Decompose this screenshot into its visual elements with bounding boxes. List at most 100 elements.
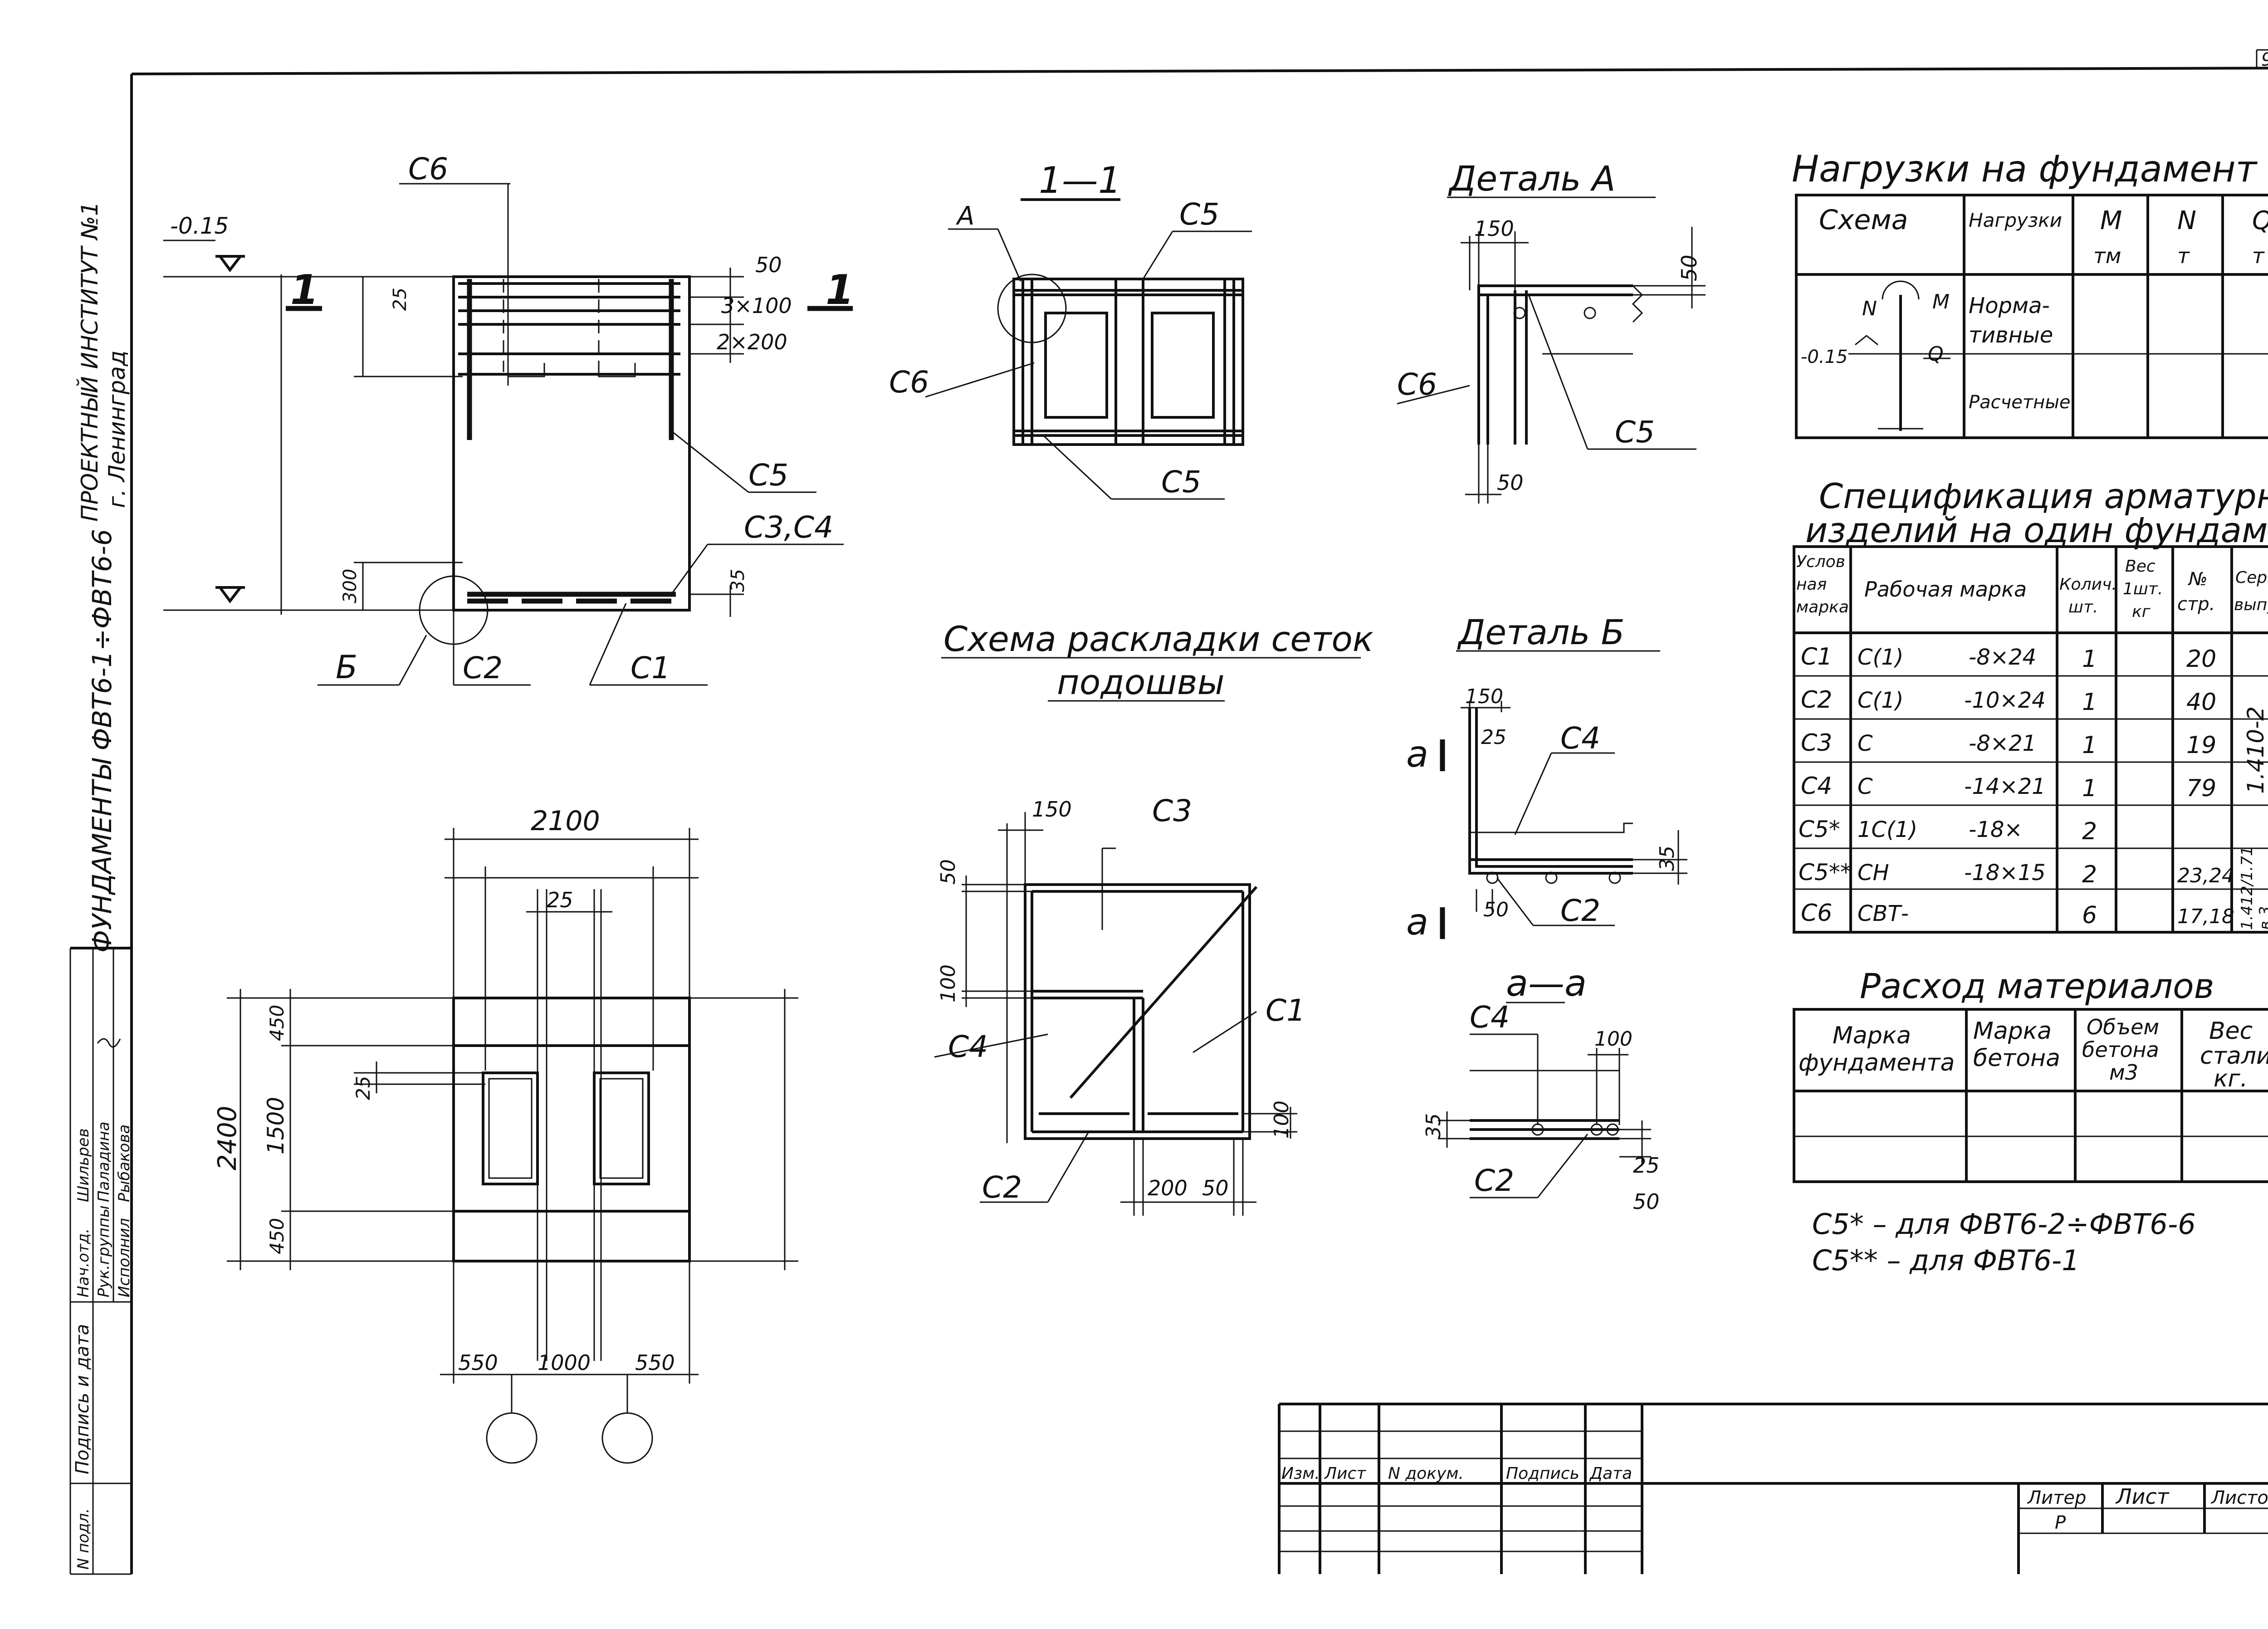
scheme-m: M <box>1932 290 1950 313</box>
plan-dim-25b: 25 <box>352 1076 374 1100</box>
tb-sheets: Листов <box>2210 1487 2268 1508</box>
materials-table <box>1793 1008 2268 1183</box>
institute-line1: ПРОЕКТНЫЙ ИНСТИТУТ №1 <box>76 201 103 522</box>
tb-sheet: Лист <box>2115 1484 2170 1509</box>
label-c2: С2 <box>463 651 503 685</box>
dim-300: 300 <box>340 569 361 603</box>
spec-row-size: -14×21 <box>1964 774 2046 799</box>
spec-row-page: 79 <box>2186 775 2216 802</box>
plan-dim-450a: 450 <box>266 1005 288 1041</box>
mesh-label-c2: С2 <box>982 1170 1022 1205</box>
spec-title-line2: изделий на один фундамент <box>1805 510 2268 550</box>
spec-row-qty: 1 <box>2082 775 2097 802</box>
page-number: 93 <box>2261 49 2268 70</box>
spec-row-qty: 1 <box>2082 732 2097 759</box>
section-1-1 <box>925 198 1252 500</box>
plan-dim-1500: 1500 <box>263 1097 289 1154</box>
spec-row-size: -10×24 <box>1964 688 2046 713</box>
spec-row-mark: С1 <box>1801 643 1832 670</box>
spec-row-work: С(1) <box>1857 645 1904 670</box>
tb-liter-value: Р <box>2055 1512 2066 1533</box>
spec-row-work: СВТ- <box>1857 901 1909 926</box>
note-c5-single: С5* – для ФВТ6-2÷ФВТ6-6 <box>1812 1208 2196 1241</box>
document-title: ФУНДАМЕНТЫ ФВТ6-1÷ФВТ6-6 <box>87 529 117 953</box>
dim-3x100: 3×100 <box>721 294 792 318</box>
spec-row-size: -18× <box>1969 817 2023 842</box>
plan-dim-2400: 2400 <box>213 1106 242 1170</box>
plan-dim-1000: 1000 <box>538 1350 591 1375</box>
detail-b-label-c4: С4 <box>1560 721 1600 756</box>
spec-row-size: -8×21 <box>1969 731 2036 756</box>
materials-title: Расход материалов <box>1860 966 2214 1006</box>
spec-header-qty: Колич.шт. <box>2059 575 2117 616</box>
detail-a-label-c6: С6 <box>1397 367 1437 402</box>
mesh-label-c3: С3 <box>1152 793 1192 828</box>
tb-col-ndoc: N докум. <box>1388 1464 1464 1483</box>
spec-row-qty: 6 <box>2082 902 2097 929</box>
name-head: Шильрев <box>74 1128 93 1202</box>
side-stamp <box>69 947 132 1575</box>
dim-50: 50 <box>755 253 782 277</box>
section-a-a-dim-25: 25 <box>1633 1153 1660 1178</box>
spec-rows: С1 С(1) -8×24 1 20 С2 С(1) -10×24 1 40 С… <box>1799 643 2234 929</box>
label-c3c4: С3,С4 <box>744 510 833 545</box>
plan-dim-550a: 550 <box>458 1350 498 1375</box>
loads-header-m: M <box>2100 206 2122 235</box>
detail-b-cut-a-bottom: а <box>1406 901 1428 943</box>
name-executor: Рыбакова <box>115 1125 133 1202</box>
elev-marker-bottom <box>215 586 245 604</box>
mesh-scheme <box>934 657 1361 1216</box>
plan-dim-450b: 450 <box>266 1218 288 1254</box>
note-c5-double: С5** – для ФВТ6-1 <box>1812 1244 2080 1277</box>
role-head: Нач.отд. <box>74 1228 93 1297</box>
spec-row-qty: 2 <box>2082 818 2097 845</box>
plan-dim-25a: 25 <box>547 888 573 912</box>
loads-header-n: N <box>2177 206 2196 235</box>
tb-col-date: Дата <box>1589 1464 1632 1483</box>
loads-title: Нагрузки на фундамент <box>1792 148 2258 190</box>
detail-b-dim-150: 150 <box>1465 685 1503 708</box>
spec-row-mark: С5* <box>1799 816 1840 842</box>
section-a-a-dim-35: 35 <box>1422 1113 1445 1139</box>
spec-header-series: Серия,выпуск <box>2234 568 2268 614</box>
spec-row-qty: 2 <box>2082 861 2097 888</box>
loads-header-scheme: Схема <box>1819 204 1908 236</box>
mesh-dim-150: 150 <box>1032 797 1072 822</box>
elevation-elev-label: -0.15 <box>170 213 229 239</box>
scheme-elev: -0.15 <box>1801 347 1848 367</box>
label-c5: С5 <box>748 458 788 493</box>
spec-row-mark: С6 <box>1801 900 1832 927</box>
detail-b-dim-35: 35 <box>1656 846 1679 871</box>
detail-a-title: Деталь А <box>1448 158 1616 199</box>
detail-b-cut-a-top: а <box>1406 733 1428 775</box>
section-a-a <box>1438 1002 1651 1199</box>
mesh-dim-50a: 50 <box>937 859 960 885</box>
section-a-a-label-c2: С2 <box>1474 1163 1514 1198</box>
spec-row-page: 20 <box>2186 646 2216 673</box>
loads-unit-m: тм <box>2093 244 2121 268</box>
section-a-a-title: а—а <box>1506 962 1587 1004</box>
section-mark-left: 1 <box>290 266 319 314</box>
spec-row-qty: 1 <box>2082 646 2097 673</box>
tb-col-sign: Подпись <box>1506 1464 1579 1483</box>
institute-line2: г. Ленинград <box>104 350 130 508</box>
loads-header-loads: Нагрузки <box>1969 209 2062 231</box>
plan-dim-2100: 2100 <box>531 805 600 837</box>
spec-table <box>1793 545 2268 934</box>
detail-b <box>1440 650 1687 939</box>
name-group: Паладина <box>95 1121 113 1202</box>
label-b: Б <box>336 649 357 686</box>
section-label-c5top: С5 <box>1179 197 1219 232</box>
spec-row-size: -8×24 <box>1969 645 2036 670</box>
spec-row-mark: С3 <box>1801 729 1832 757</box>
section-a-a-dim-100: 100 <box>1594 1027 1633 1051</box>
detail-b-dim-25: 25 <box>1481 726 1506 749</box>
scheme-n: N <box>1862 297 1877 320</box>
section-label-c5bot: С5 <box>1161 465 1201 499</box>
spec-row-page: 23,24 <box>2177 864 2234 887</box>
label-c6: С6 <box>408 152 448 186</box>
spec-row-work: С <box>1857 774 1873 799</box>
